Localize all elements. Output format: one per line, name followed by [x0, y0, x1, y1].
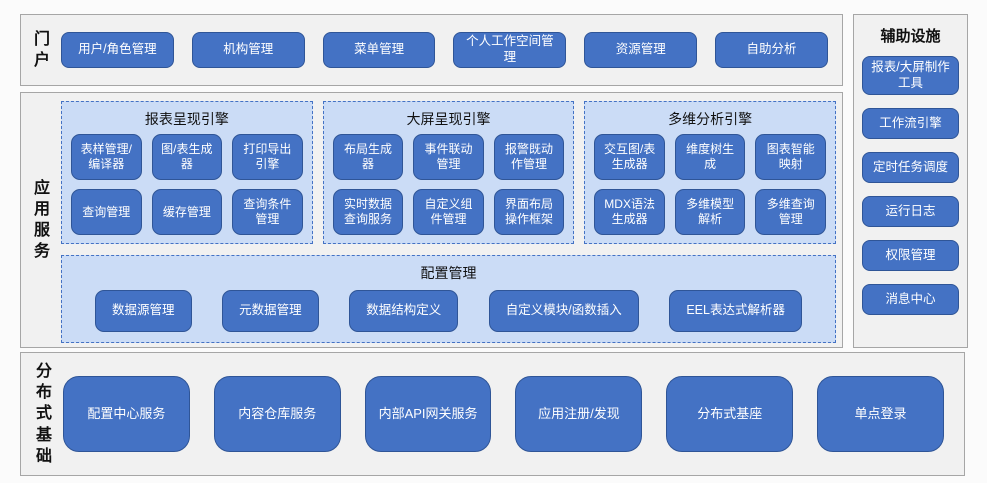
olap-engine-button[interactable]: 多维模型解析 — [674, 189, 746, 235]
foundation-section-label: 分布式基础 — [35, 363, 52, 465]
foundation-button[interactable]: 应用注册/发现 — [515, 376, 643, 452]
app-services-section: 应用服务 报表呈现引擎 表样管理/编译器图/表生成器打印导出引擎查询管理缓存管理… — [20, 92, 843, 348]
portal-button[interactable]: 自助分析 — [715, 32, 828, 68]
bigscreen-engine-button[interactable]: 报警既动作管理 — [493, 134, 565, 180]
report-engine-button[interactable]: 图/表生成器 — [151, 134, 223, 180]
portal-section: 门户 用户/角色管理机构管理菜单管理个人工作空间管理资源管理自助分析 — [20, 14, 843, 86]
report-engine-panel: 报表呈现引擎 表样管理/编译器图/表生成器打印导出引擎查询管理缓存管理查询条件管… — [61, 101, 313, 244]
portal-section-label: 门户 — [33, 30, 50, 69]
report-engine-title: 报表呈现引擎 — [144, 111, 229, 127]
foundation-button[interactable]: 分布式基座 — [666, 376, 794, 452]
auxiliary-section: 辅助设施 报表/大屏制作工具工作流引擎定时任务调度运行日志权限管理消息中心 — [853, 14, 968, 348]
auxiliary-buttons: 报表/大屏制作工具工作流引擎定时任务调度运行日志权限管理消息中心 — [862, 56, 959, 337]
report-engine-button[interactable]: 缓存管理 — [151, 189, 223, 235]
app-services-content: 报表呈现引擎 表样管理/编译器图/表生成器打印导出引擎查询管理缓存管理查询条件管… — [61, 101, 837, 343]
olap-engine-buttons: 交互图/表生成器维度树生成图表智能映射 MDX语法生成器多维模型解析多维查询管理 — [594, 134, 826, 235]
config-management-button[interactable]: EEL表达式解析器 — [669, 290, 802, 332]
app-services-section-label: 应用服务 — [33, 179, 50, 261]
config-management-button[interactable]: 数据结构定义 — [349, 290, 459, 332]
auxiliary-button[interactable]: 权限管理 — [862, 240, 959, 272]
config-management-button[interactable]: 数据源管理 — [95, 290, 192, 332]
portal-buttons: 用户/角色管理机构管理菜单管理个人工作空间管理资源管理自助分析 — [61, 32, 828, 68]
auxiliary-button[interactable]: 消息中心 — [862, 284, 959, 316]
foundation-button[interactable]: 内容仓库服务 — [213, 376, 341, 452]
report-engine-button[interactable]: 打印导出引擎 — [232, 134, 303, 180]
report-engine-button[interactable]: 表样管理/编译器 — [71, 134, 142, 180]
bigscreen-engine-button[interactable]: 界面布局操作框架 — [493, 189, 565, 235]
config-management-button[interactable]: 元数据管理 — [222, 290, 319, 332]
config-management-buttons: 数据源管理元数据管理数据结构定义自定义模块/函数插入 EEL表达式解析器 — [71, 288, 826, 336]
olap-engine-button[interactable]: 图表智能映射 — [755, 134, 826, 180]
foundation-section: 分布式基础 配置中心服务内容仓库服务内部API网关服务应用注册/发现分布式基座单… — [20, 352, 965, 476]
bigscreen-engine-title: 大屏呈现引擎 — [406, 111, 491, 127]
olap-engine-button[interactable]: 多维查询管理 — [755, 189, 826, 235]
bigscreen-engine-button[interactable]: 布局生成器 — [332, 134, 404, 180]
auxiliary-button[interactable]: 报表/大屏制作工具 — [862, 56, 959, 96]
bigscreen-engine-button[interactable]: 事件联动管理 — [413, 134, 484, 180]
foundation-button[interactable]: 配置中心服务 — [63, 376, 190, 452]
olap-engine-button[interactable]: MDX语法生成器 — [594, 189, 665, 235]
foundation-button[interactable]: 单点登录 — [817, 376, 944, 452]
config-management-button[interactable]: 自定义模块/函数插入 — [488, 290, 639, 332]
report-engine-button[interactable]: 查询管理 — [71, 189, 142, 235]
auxiliary-button[interactable]: 运行日志 — [862, 196, 959, 228]
report-engine-buttons: 表样管理/编译器图/表生成器打印导出引擎查询管理缓存管理查询条件管理 — [71, 134, 303, 235]
engine-panels: 报表呈现引擎 表样管理/编译器图/表生成器打印导出引擎查询管理缓存管理查询条件管… — [61, 101, 837, 244]
bigscreen-engine-panel: 大屏呈现引擎 布局生成器事件联动管理报警既动作管理实时数据查询服务自定义组件管理… — [322, 101, 575, 244]
auxiliary-section-title: 辅助设施 — [880, 28, 941, 45]
portal-button[interactable]: 机构管理 — [191, 32, 305, 68]
config-management-panel: 配置管理 数据源管理元数据管理数据结构定义自定义模块/函数插入 EEL表达式解析器 — [61, 255, 836, 343]
portal-button[interactable]: 菜单管理 — [322, 32, 436, 68]
portal-button[interactable]: 用户/角色管理 — [61, 32, 174, 68]
olap-engine-button[interactable]: 交互图/表生成器 — [594, 134, 665, 180]
bigscreen-engine-button[interactable]: 实时数据查询服务 — [332, 189, 404, 235]
olap-engine-title: 多维分析引擎 — [668, 111, 753, 127]
report-engine-button[interactable]: 查询条件管理 — [232, 189, 303, 235]
portal-button[interactable]: 个人工作空间管理 — [453, 32, 567, 68]
bigscreen-engine-button[interactable]: 自定义组件管理 — [413, 189, 484, 235]
portal-button[interactable]: 资源管理 — [584, 32, 698, 68]
olap-engine-button[interactable]: 维度树生成 — [674, 134, 746, 180]
bigscreen-engine-buttons: 布局生成器事件联动管理报警既动作管理实时数据查询服务自定义组件管理界面布局操作框… — [332, 134, 565, 235]
foundation-button[interactable]: 内部API网关服务 — [364, 376, 492, 452]
config-management-title: 配置管理 — [420, 265, 477, 281]
auxiliary-button[interactable]: 工作流引擎 — [862, 108, 959, 140]
foundation-buttons: 配置中心服务内容仓库服务内部API网关服务应用注册/发现分布式基座单点登录 — [63, 376, 944, 452]
auxiliary-button[interactable]: 定时任务调度 — [862, 152, 959, 184]
olap-engine-panel: 多维分析引擎 交互图/表生成器维度树生成图表智能映射 MDX语法生成器多维模型解析… — [584, 101, 837, 244]
